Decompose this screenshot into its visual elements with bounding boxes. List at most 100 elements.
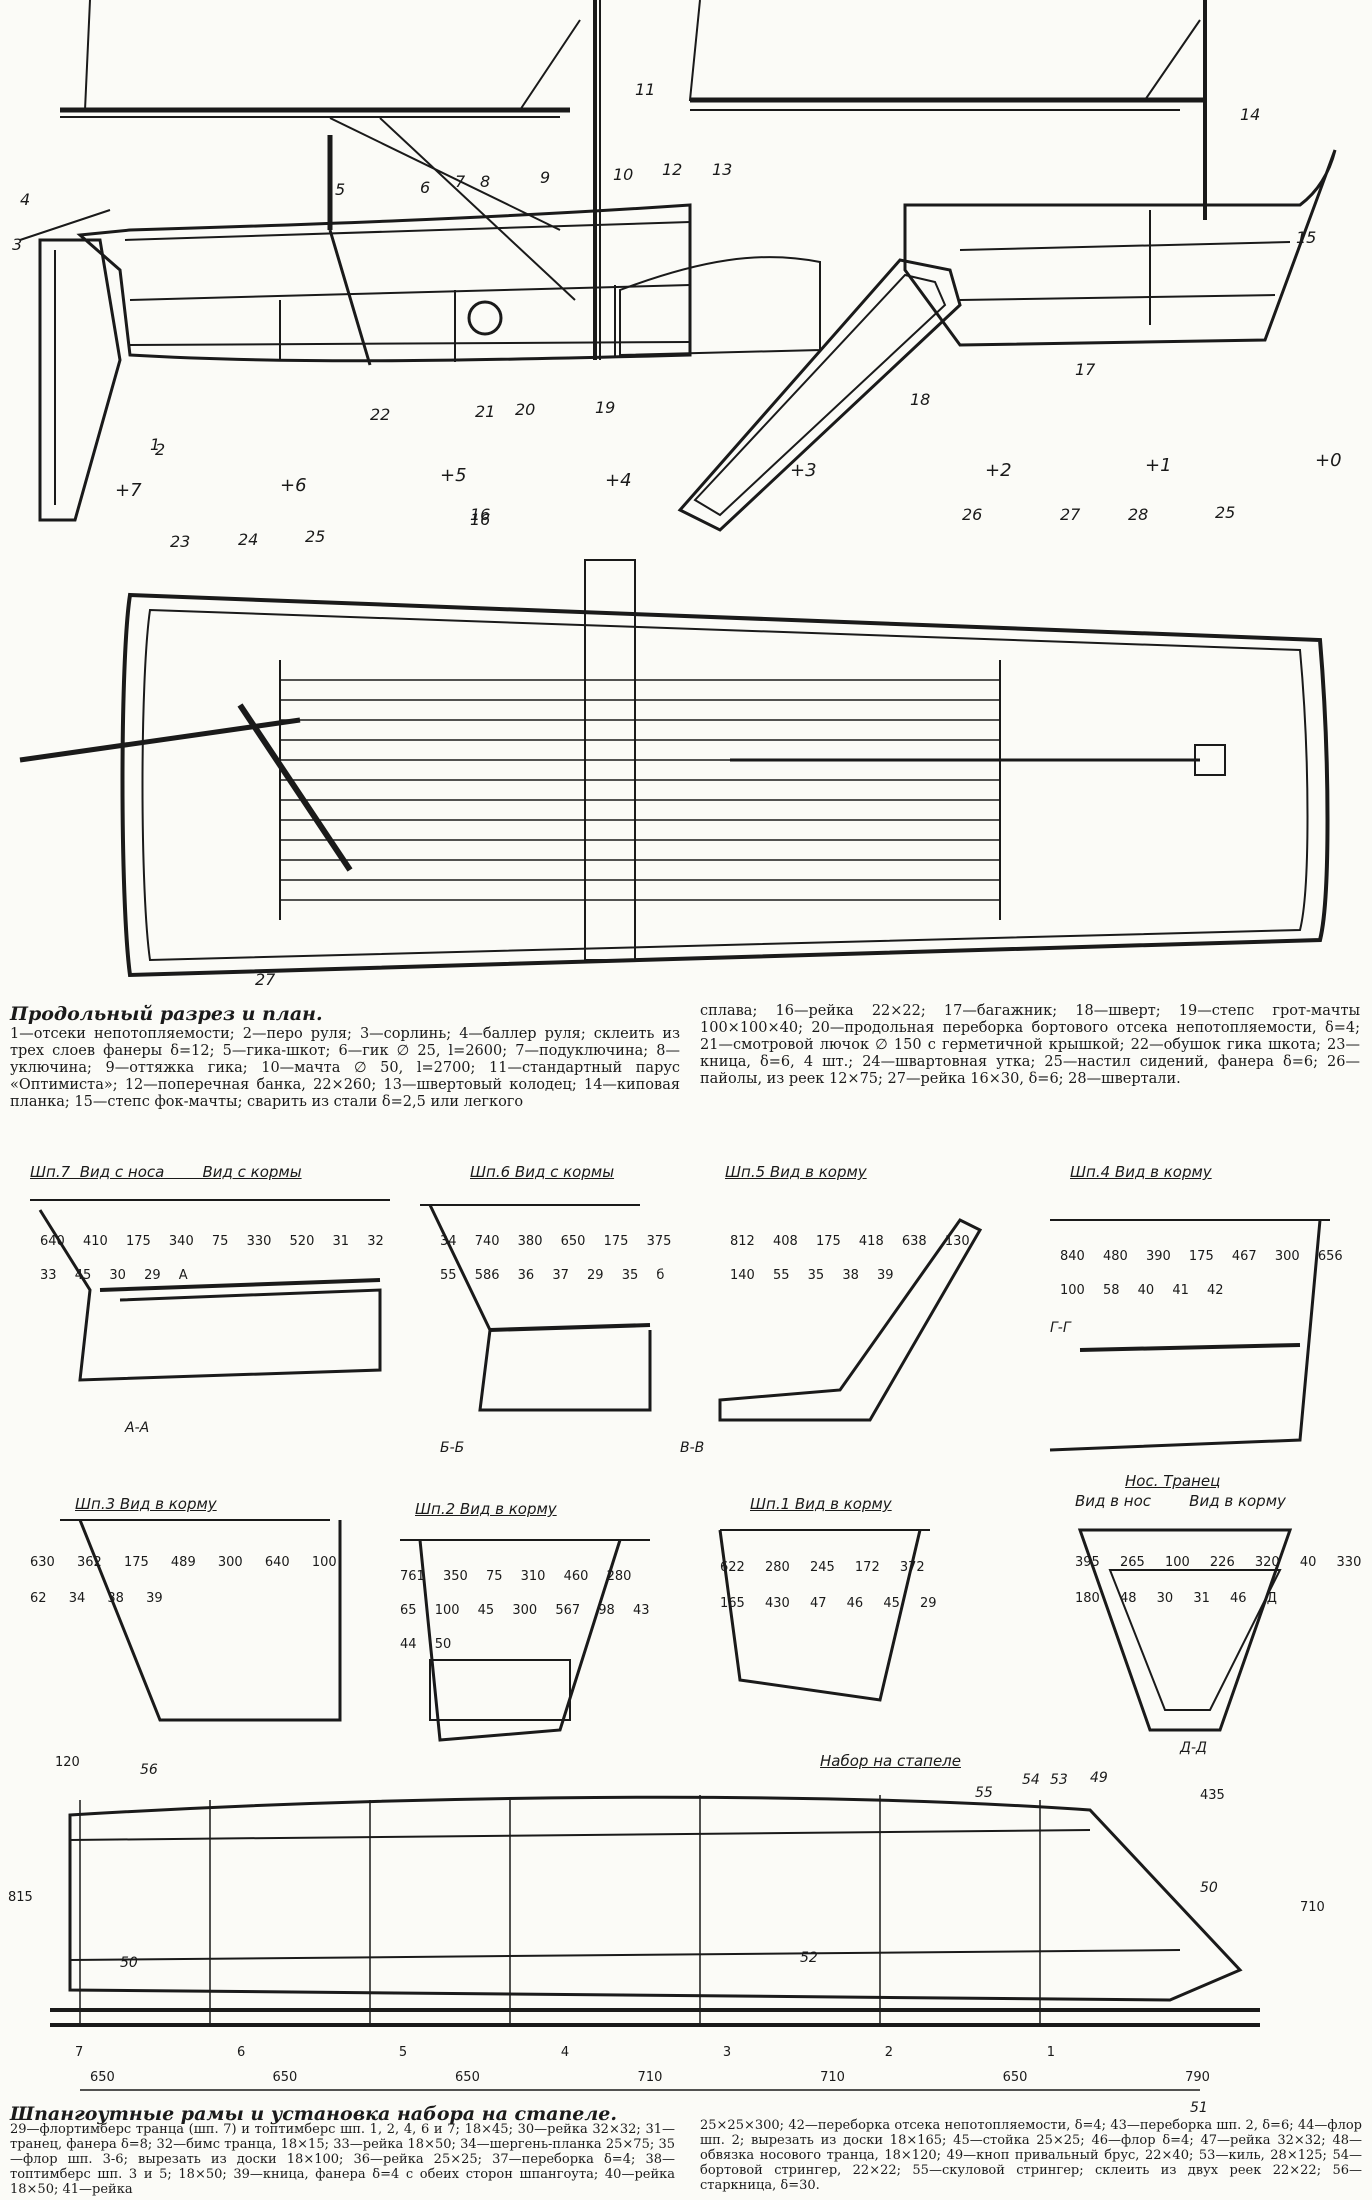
dim: 46 <box>1230 1591 1247 1606</box>
station: 1 <box>1046 2045 1055 2060</box>
profile-stern-drawing <box>19 0 821 522</box>
dim: 638 <box>901 1234 927 1249</box>
dim: 710 <box>820 2070 845 2085</box>
plan-label-23: 23 <box>170 532 191 551</box>
station-mark-6: +6 <box>280 475 307 496</box>
dim: 62 <box>30 1591 47 1606</box>
dim: 740 <box>474 1234 500 1249</box>
dim: 165 <box>720 1596 745 1611</box>
frame-sections-row1 <box>30 1199 1330 1452</box>
stapel-dim-710: 710 <box>1300 1900 1325 1915</box>
dim: 172 <box>854 1560 880 1575</box>
dim: 520 <box>289 1234 315 1249</box>
dim: 650 <box>560 1234 586 1249</box>
dim: 44 <box>400 1637 417 1652</box>
dim: 36 <box>517 1268 535 1283</box>
profile-label-18: 18 <box>910 390 931 409</box>
dim: 761 <box>400 1569 425 1584</box>
frame5-title: Шп.5 Вид в корму <box>725 1163 867 1181</box>
plan-label-26: 26 <box>962 505 983 524</box>
dim: 40 <box>1299 1555 1317 1570</box>
profile-label-21: 21 <box>475 402 496 421</box>
dim: 418 <box>858 1234 884 1249</box>
dim: 180 <box>1075 1591 1100 1606</box>
profile-label-11: 11 <box>635 80 656 99</box>
dim: 75 <box>211 1234 229 1249</box>
profile-label-2: 2 <box>155 440 166 459</box>
dim: 50 <box>434 1637 452 1652</box>
profile-bow-drawing <box>677 0 1337 532</box>
dim: 45 <box>477 1603 495 1618</box>
dim: 45 <box>883 1596 900 1611</box>
dim: 640 <box>40 1234 65 1249</box>
dim: 330 <box>1336 1555 1362 1570</box>
dim: 467 <box>1231 1249 1257 1264</box>
dim: 226 <box>1209 1555 1235 1570</box>
dim: 630 <box>30 1555 55 1570</box>
dim: 41 <box>1172 1283 1189 1298</box>
dim: A <box>178 1268 188 1283</box>
dim: 350 <box>442 1569 468 1584</box>
plan-label-27b: 27 <box>255 970 276 989</box>
profile-label-1: 1 <box>150 435 161 454</box>
section-vv: В-В <box>680 1440 705 1456</box>
dim: 362 <box>76 1555 102 1570</box>
dim: 300 <box>1274 1249 1300 1264</box>
dim: 395 <box>1075 1555 1100 1570</box>
stapel-label-49: 49 <box>1090 1770 1108 1786</box>
dim: 320 <box>1254 1555 1280 1570</box>
dim: 650 <box>1002 2070 1028 2085</box>
profile-label-17: 17 <box>1075 360 1096 379</box>
dim: 489 <box>170 1555 196 1570</box>
profile-label-13: 13 <box>712 160 733 179</box>
section1-title: Продольный разрез и план. <box>10 1003 323 1025</box>
dim: 45 <box>74 1268 92 1283</box>
dim: 372 <box>899 1560 925 1575</box>
station-mark-4: +4 <box>605 470 632 491</box>
plan-label-16: 16 <box>470 510 491 529</box>
frame4-dims: 840 480 390 175 467 300 656 100 58 40 41… <box>1060 1240 1350 1308</box>
stapel-label-52: 52 <box>800 1950 818 1966</box>
dim: 65 <box>400 1603 417 1618</box>
dim: 375 <box>646 1234 672 1249</box>
frame3-dims: 630 362 175 489 300 640 100 62 34 38 39 <box>30 1545 360 1617</box>
dim: 33 <box>40 1268 57 1283</box>
dim: 790 <box>1185 2070 1210 2085</box>
plan-label-24: 24 <box>238 530 259 549</box>
station: 6 <box>236 2045 246 2060</box>
dim: 280 <box>764 1560 790 1575</box>
plan-label-27a: 27 <box>1060 505 1081 524</box>
profile-label-22: 22 <box>370 405 391 424</box>
dim: 380 <box>517 1234 543 1249</box>
dim: 408 <box>772 1234 798 1249</box>
dim: 310 <box>520 1569 546 1584</box>
dim: 130 <box>944 1234 970 1249</box>
dim: 100 <box>434 1603 460 1618</box>
profile-label-7: 7 <box>455 172 466 191</box>
profile-label-5: 5 <box>335 180 346 199</box>
dim: 29 <box>920 1596 937 1611</box>
dim: 34 <box>440 1234 457 1249</box>
station: 7 <box>75 2045 84 2060</box>
profile-label-14: 14 <box>1240 105 1261 124</box>
stapel-dim-120: 120 <box>55 1755 80 1770</box>
stapel-label-50a: 50 <box>120 1955 138 1971</box>
section1-legend-left: 1—отсеки непотопляемости; 2—перо руля; 3… <box>10 1026 680 1110</box>
dim: 100 <box>1060 1283 1085 1298</box>
dim: 29 <box>144 1268 161 1283</box>
station: 4 <box>560 2045 570 2060</box>
profile-label-9: 9 <box>540 168 551 187</box>
plan-label-25a: 25 <box>305 527 326 546</box>
dim: 31 <box>1193 1591 1210 1606</box>
dim: 75 <box>485 1569 503 1584</box>
dim: 430 <box>764 1596 790 1611</box>
station-mark-1: +1 <box>1145 455 1172 476</box>
dim: 43 <box>632 1603 650 1618</box>
profile-label-4: 4 <box>20 190 31 209</box>
dim: 35 <box>807 1268 825 1283</box>
stapel-label-55: 55 <box>975 1785 993 1801</box>
station: 5 <box>398 2045 408 2060</box>
dim: 410 <box>82 1234 108 1249</box>
dim: 98 <box>598 1603 615 1618</box>
